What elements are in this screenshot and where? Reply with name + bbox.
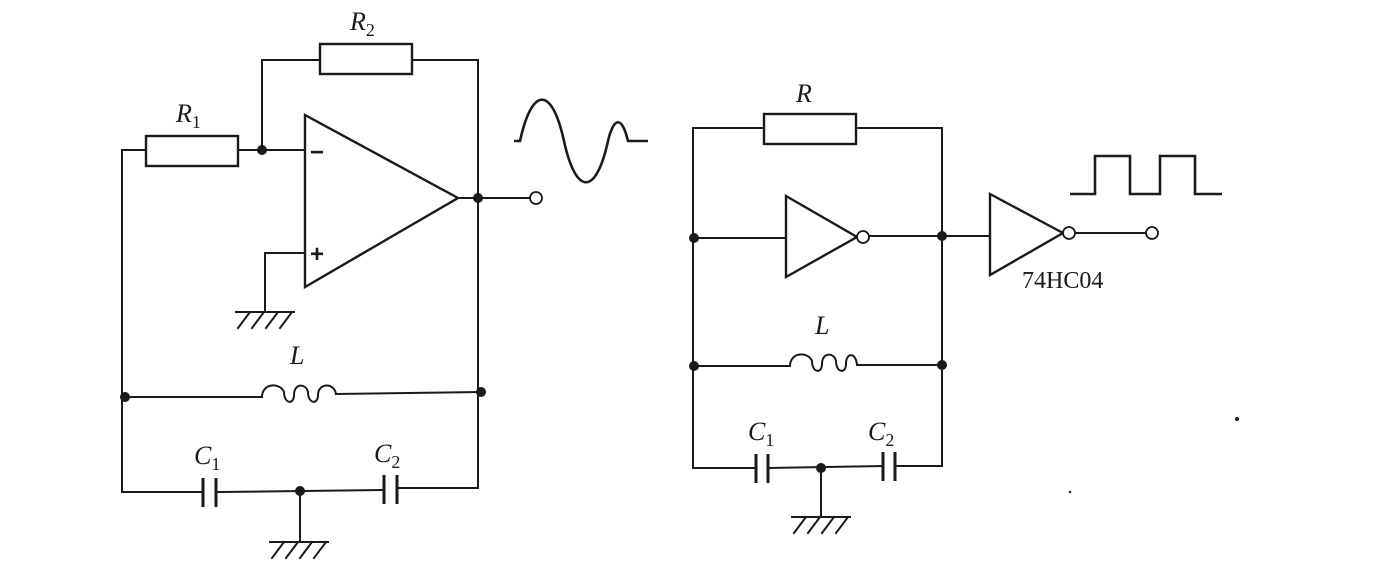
right-wires [692,127,1147,518]
left-junction-dot [473,193,483,203]
left-junction-dot [476,387,486,397]
right-c2-label: C2 [868,417,894,450]
left-capacitor-c1 [199,478,221,507]
right-square-waveform-icon [1070,154,1222,196]
right-junction-dot [937,231,947,241]
left-opamp-noninverting-sign: + [310,241,324,268]
right-inverter-1 [784,193,860,280]
right-capacitor-c2 [881,452,897,481]
right-resistor-r [762,112,858,146]
left-junction-dot [295,486,305,496]
scan-speck [1068,490,1072,494]
left-wires [121,59,531,543]
right-ground-icon [791,515,851,535]
left-resistor-r2 [318,42,414,76]
left-l-label: L [289,341,304,370]
left-opamp-inverting-sign: − [310,139,324,166]
left-inductor-l [260,384,338,403]
left-opamp-triangle [303,112,461,290]
right-output-terminal [1145,226,1159,240]
right-junction-dot [816,463,826,473]
left-r1-label: R1 [175,99,201,132]
scan-speck [1235,417,1239,421]
left-c2-label: C2 [374,439,400,472]
left-capacitor-c2 [382,475,399,504]
right-junction-dot [689,233,699,243]
right-capacitor-c1 [754,454,770,483]
right-inverter-2 [988,191,1066,278]
left-r2-label: R2 [349,7,375,40]
right-junction-dot [689,361,699,371]
left-ground-bottom-icon [269,540,329,560]
left-c1-label: C1 [194,441,220,474]
right-l-label: L [814,311,829,340]
left-output-terminal [529,191,543,205]
left-junction-dot [120,392,130,402]
right-oscillator-circuit: R 74HC04 L C1 C2 [689,79,1222,535]
left-resistor-r1 [144,134,240,168]
left-ground-opamp-icon [235,310,295,330]
right-inverter-2-bubble [1062,226,1076,240]
right-chip-label: 74HC04 [1022,268,1103,294]
right-c1-label: C1 [748,417,774,450]
left-oscillator-circuit: R2 R1 − + L C1 C2 [120,7,648,560]
right-junction-dot [937,360,947,370]
left-junction-dot [257,145,267,155]
left-sine-waveform-icon [514,98,648,184]
right-inductor-l [788,353,859,372]
right-inverter-1-bubble [856,230,870,244]
right-r-label: R [795,79,812,108]
